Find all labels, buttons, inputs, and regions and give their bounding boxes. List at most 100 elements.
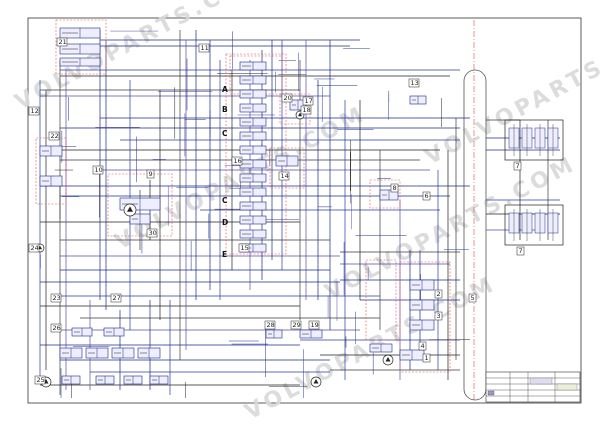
drawing-frame [27, 17, 582, 404]
component-number: 22 [51, 132, 59, 140]
component-number: 20 [284, 94, 292, 102]
valve-symbol [409, 299, 435, 311]
title-block [485, 371, 581, 403]
component-outline [279, 93, 311, 125]
component-label-c19: 19 [308, 320, 320, 330]
component-number: 13 [411, 79, 419, 87]
component-number: 28 [267, 321, 275, 329]
pump-symbol [382, 354, 394, 366]
component-outline [269, 147, 305, 189]
component-number: 1 [425, 354, 429, 362]
component-label-c24: 24 [28, 243, 40, 253]
component-number: 18 [303, 106, 311, 114]
valve-symbol [59, 347, 83, 359]
valve-symbol [239, 145, 267, 155]
valve-symbol [239, 103, 267, 113]
component-number: 5 [471, 294, 475, 302]
component-label-c21: 21 [56, 37, 68, 47]
component-label-c5: 5 [468, 293, 477, 303]
component-label-c11: 11 [198, 43, 210, 53]
section-letter: D [222, 218, 228, 227]
component-label-c18: 18 [300, 105, 312, 115]
component-label-c9: 9 [146, 169, 155, 179]
component-number: 14 [281, 172, 289, 180]
valve-symbol [239, 159, 267, 169]
component-label-c30: 30 [146, 228, 158, 238]
component-label-c2: 2 [434, 289, 443, 299]
component-number: 30 [149, 229, 157, 237]
valve-symbol [129, 213, 151, 225]
component-number: 10 [95, 166, 103, 174]
valve-symbol [239, 215, 267, 225]
component-number: 16 [234, 157, 242, 165]
valve-symbol [59, 57, 101, 67]
valve-symbol [239, 201, 267, 211]
valve-symbol [59, 43, 101, 55]
component-number: 7 [519, 247, 523, 255]
component-label-c22: 22 [48, 131, 60, 141]
component-number: 4 [421, 342, 425, 350]
cylinder-block [504, 204, 564, 246]
component-label-c20: 20 [281, 93, 293, 103]
valve-symbol [239, 117, 267, 127]
section-letter: C [222, 129, 228, 138]
component-label-c8: 8 [390, 183, 399, 193]
valve-symbol [239, 75, 267, 85]
component-number: 26 [53, 324, 61, 332]
component-number: 3 [437, 312, 441, 320]
component-number: 15 [241, 244, 249, 252]
component-outline [225, 53, 287, 255]
valve-symbol [59, 27, 101, 39]
valve-symbol [71, 327, 93, 337]
component-label-c17: 17 [302, 96, 314, 106]
section-letter: B [222, 105, 228, 114]
valve-symbol [239, 187, 267, 197]
section-letter: C [222, 196, 228, 205]
component-label-c13: 13 [408, 78, 420, 88]
valve-symbol [111, 347, 135, 359]
component-label-c27: 27 [110, 293, 122, 303]
valve-symbol [409, 95, 427, 105]
component-outline [55, 19, 107, 75]
component-label-c1: 1 [422, 353, 431, 363]
component-number: 17 [305, 97, 313, 105]
pump-symbol [310, 376, 322, 388]
cylinder-block [504, 119, 564, 161]
component-outline [369, 179, 401, 209]
valve-symbol [369, 343, 393, 353]
valve-symbol [103, 327, 125, 337]
valve-symbol [239, 61, 267, 71]
component-number: 7 [516, 162, 520, 170]
component-number: 21 [59, 38, 67, 46]
valve-symbol [61, 375, 81, 385]
component-number: 24 [31, 244, 39, 252]
component-number: 2 [437, 290, 441, 298]
valve-symbol [409, 279, 435, 291]
component-label-c14: 14 [278, 171, 290, 181]
section-letter: E [222, 250, 227, 259]
pump-symbol [123, 203, 137, 217]
component-outline [399, 261, 451, 373]
component-number: 19 [311, 321, 319, 329]
component-number: 9 [149, 170, 153, 178]
component-label-c29: 29 [290, 320, 302, 330]
center-oval [463, 69, 487, 401]
hydraulic-lines [39, 30, 560, 398]
component-outline [365, 259, 397, 341]
component-label-c4: 4 [418, 341, 427, 351]
component-outline [107, 173, 173, 237]
component-label-c25: 25 [34, 375, 46, 385]
valve-symbol [123, 375, 143, 385]
component-label-c15: 15 [238, 243, 250, 253]
valve-symbol [39, 145, 63, 157]
component-number: 11 [201, 44, 209, 52]
component-labels: 2111121317182016101596877522232425262728… [28, 37, 525, 385]
valve-symbol [299, 329, 323, 339]
component-label-c28: 28 [264, 320, 276, 330]
component-number: 25 [37, 376, 45, 384]
valve-symbol [409, 319, 435, 331]
valve-symbol [239, 131, 267, 141]
component-label-c6: 6 [422, 191, 431, 201]
valve-symbol [239, 173, 267, 183]
